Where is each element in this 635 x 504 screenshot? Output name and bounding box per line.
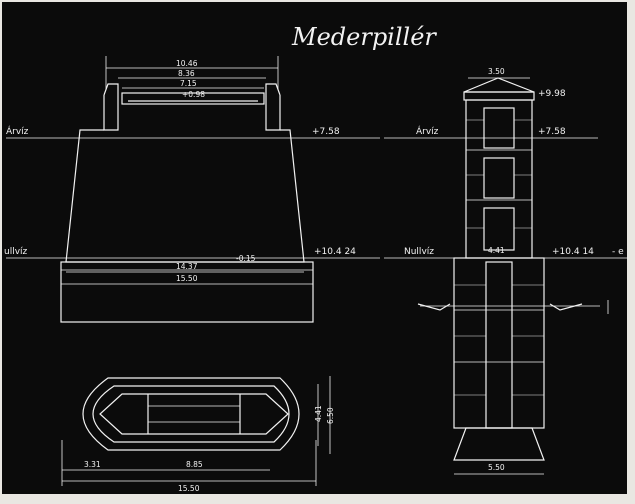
section-mid-dim: 4.41	[488, 246, 505, 255]
flood-level-value: +7.58	[312, 127, 340, 137]
dim-label-1046: 10.46	[176, 59, 198, 68]
flood-level-label: Árvíz	[6, 125, 29, 137]
plan-right-dim-a: 4.41	[314, 405, 323, 422]
shaft-void-3	[483, 207, 515, 251]
plan-outer-outline	[82, 377, 300, 451]
plan-right-dim-b: 6.50	[326, 407, 335, 424]
plan-total-dim: 15.50	[178, 484, 200, 493]
dim-label-715: 7.15	[180, 79, 197, 88]
section-top-level: +9.98	[538, 89, 566, 99]
left-anchor	[417, 303, 451, 311]
plan-left-dim: 3.31	[84, 460, 101, 469]
section-footing	[453, 427, 545, 461]
pier-elevation	[6, 56, 380, 323]
width-inner-label: 14.37	[176, 262, 198, 271]
zero-level-label: ullvíz	[4, 247, 28, 257]
right-cap	[265, 83, 281, 131]
masonry-hatch	[454, 119, 544, 396]
plan-middle-dim: 8.85	[186, 460, 203, 469]
section-bottom-dim: 5.50	[488, 463, 505, 472]
pier-foundation	[60, 261, 314, 323]
top-beam	[121, 92, 265, 105]
dim-label-836: 8.36	[178, 69, 195, 78]
plan-middle-outline	[92, 385, 290, 443]
plan-inner-outline	[99, 393, 289, 435]
section-edge-mark: - e	[612, 247, 624, 257]
section-zero-label: Nullvíz	[404, 247, 434, 257]
width-outer-label: 15.50	[176, 274, 198, 283]
section-zero-value: +10.4 14	[552, 247, 594, 257]
section-top-dim: 3.50	[488, 67, 505, 76]
left-cap	[103, 83, 119, 131]
base-offset-label: -0.15	[236, 254, 256, 263]
shaft-void-2	[483, 157, 515, 199]
dim-label-098: +0.98	[182, 90, 205, 99]
shaft-void-1	[483, 107, 515, 149]
pier-plan	[61, 376, 331, 486]
drawing-title: Mederpillér	[291, 23, 437, 51]
pier-section	[384, 77, 628, 475]
section-flood-value: +7.58	[538, 127, 566, 137]
right-anchor	[549, 303, 583, 311]
section-flood-label: Árvíz	[416, 125, 439, 137]
zero-level-value: +10.4 24	[314, 247, 356, 257]
